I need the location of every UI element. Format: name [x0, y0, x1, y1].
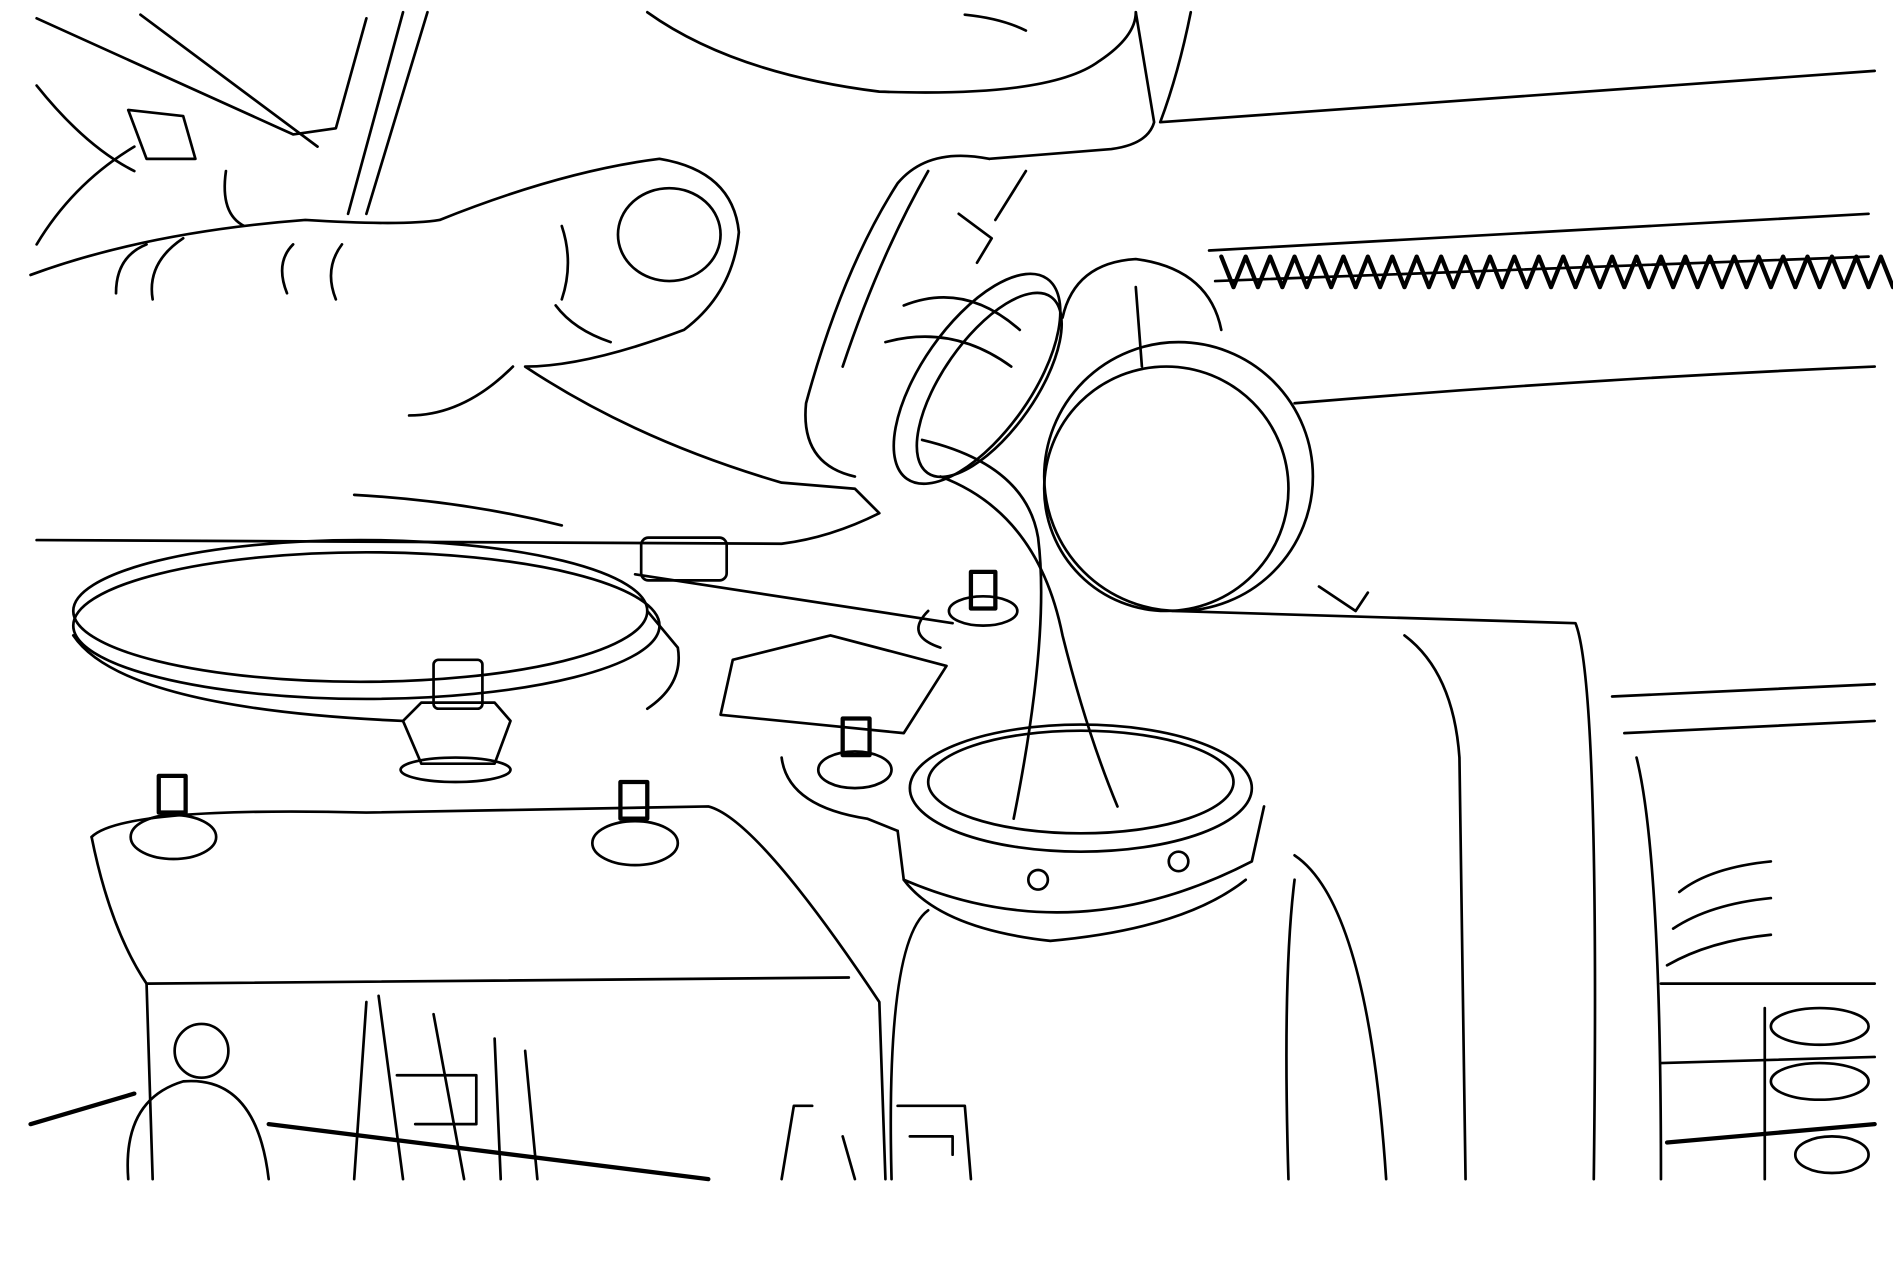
bolts [129, 536, 1019, 867]
hand [29, 157, 881, 546]
reservoir-cap [1042, 257, 1315, 613]
right-alternator [1610, 682, 1877, 1181]
drive-belt [1207, 212, 1893, 405]
fluid-bottle [804, 154, 1064, 486]
lower-module [28, 805, 973, 1182]
coolant-reservoir [780, 585, 1597, 1181]
fluid-stream [920, 438, 1119, 821]
upper-engine-structure [35, 10, 1877, 246]
cover-gasket [71, 538, 954, 735]
